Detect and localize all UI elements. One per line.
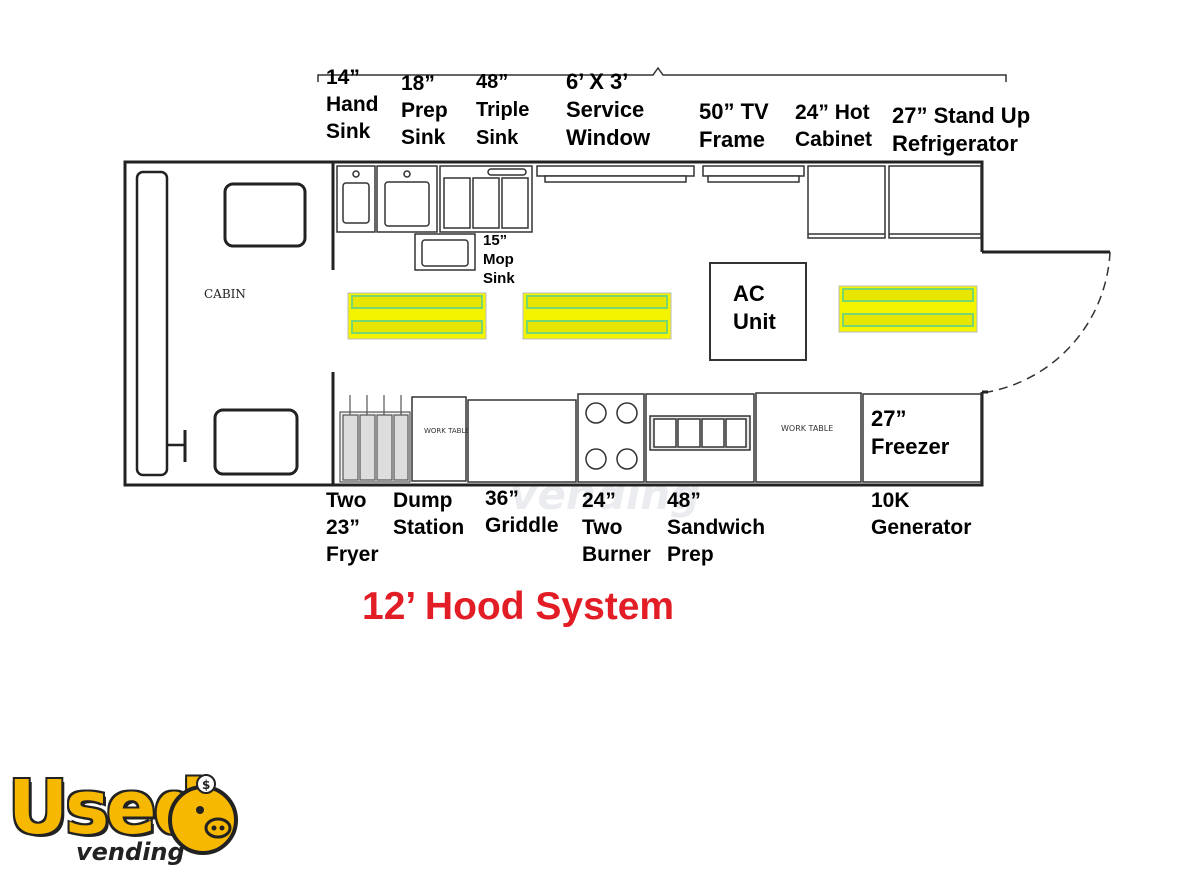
hood-system-title: 12’ Hood System — [362, 585, 675, 628]
triple-sink-fixture — [439, 165, 533, 233]
cabin-seat-bottom — [213, 408, 299, 476]
mop-sink-fixture — [414, 233, 476, 271]
ac-unit-fixture — [709, 262, 807, 361]
dump-station-fixture — [411, 396, 467, 482]
griddle-fixture — [467, 399, 577, 483]
cabin-seat-top — [223, 182, 307, 248]
hand-sink-fixture — [336, 165, 376, 233]
hot-cabinet-fixture — [807, 165, 886, 239]
ceiling-light-2 — [522, 292, 672, 340]
two-burner-fixture — [577, 393, 645, 483]
svg-text:$: $ — [202, 778, 210, 792]
logo-sub: vending — [76, 838, 185, 866]
work-table-text-1: WORK TABLE — [424, 427, 470, 435]
label-griddle: 36”Griddle — [485, 487, 559, 537]
ceiling-light-1 — [347, 292, 487, 340]
fryer-fixture — [339, 395, 411, 483]
prep-sink-fixture — [376, 165, 438, 233]
work-table-fixture — [755, 392, 862, 483]
pig-icon: $ — [168, 774, 238, 855]
service-window-fixture — [536, 165, 695, 177]
sandwich-prep-fixture — [645, 393, 755, 483]
cabin-text: CABIN — [204, 287, 246, 301]
cabin-bench — [135, 170, 169, 477]
freezer-fixture — [862, 393, 982, 483]
door-swing-arc — [987, 251, 1111, 393]
tv-frame-fixture — [702, 165, 805, 177]
used-vending-logo: Used $ vending — [8, 768, 248, 873]
work-table-text-2: WORK TABLE — [781, 424, 833, 433]
ceiling-light-3 — [838, 285, 978, 333]
label-freezer: 27”Freezer — [871, 406, 950, 459]
refrigerator-fixture — [888, 165, 982, 239]
top-bracket — [317, 66, 1007, 82]
